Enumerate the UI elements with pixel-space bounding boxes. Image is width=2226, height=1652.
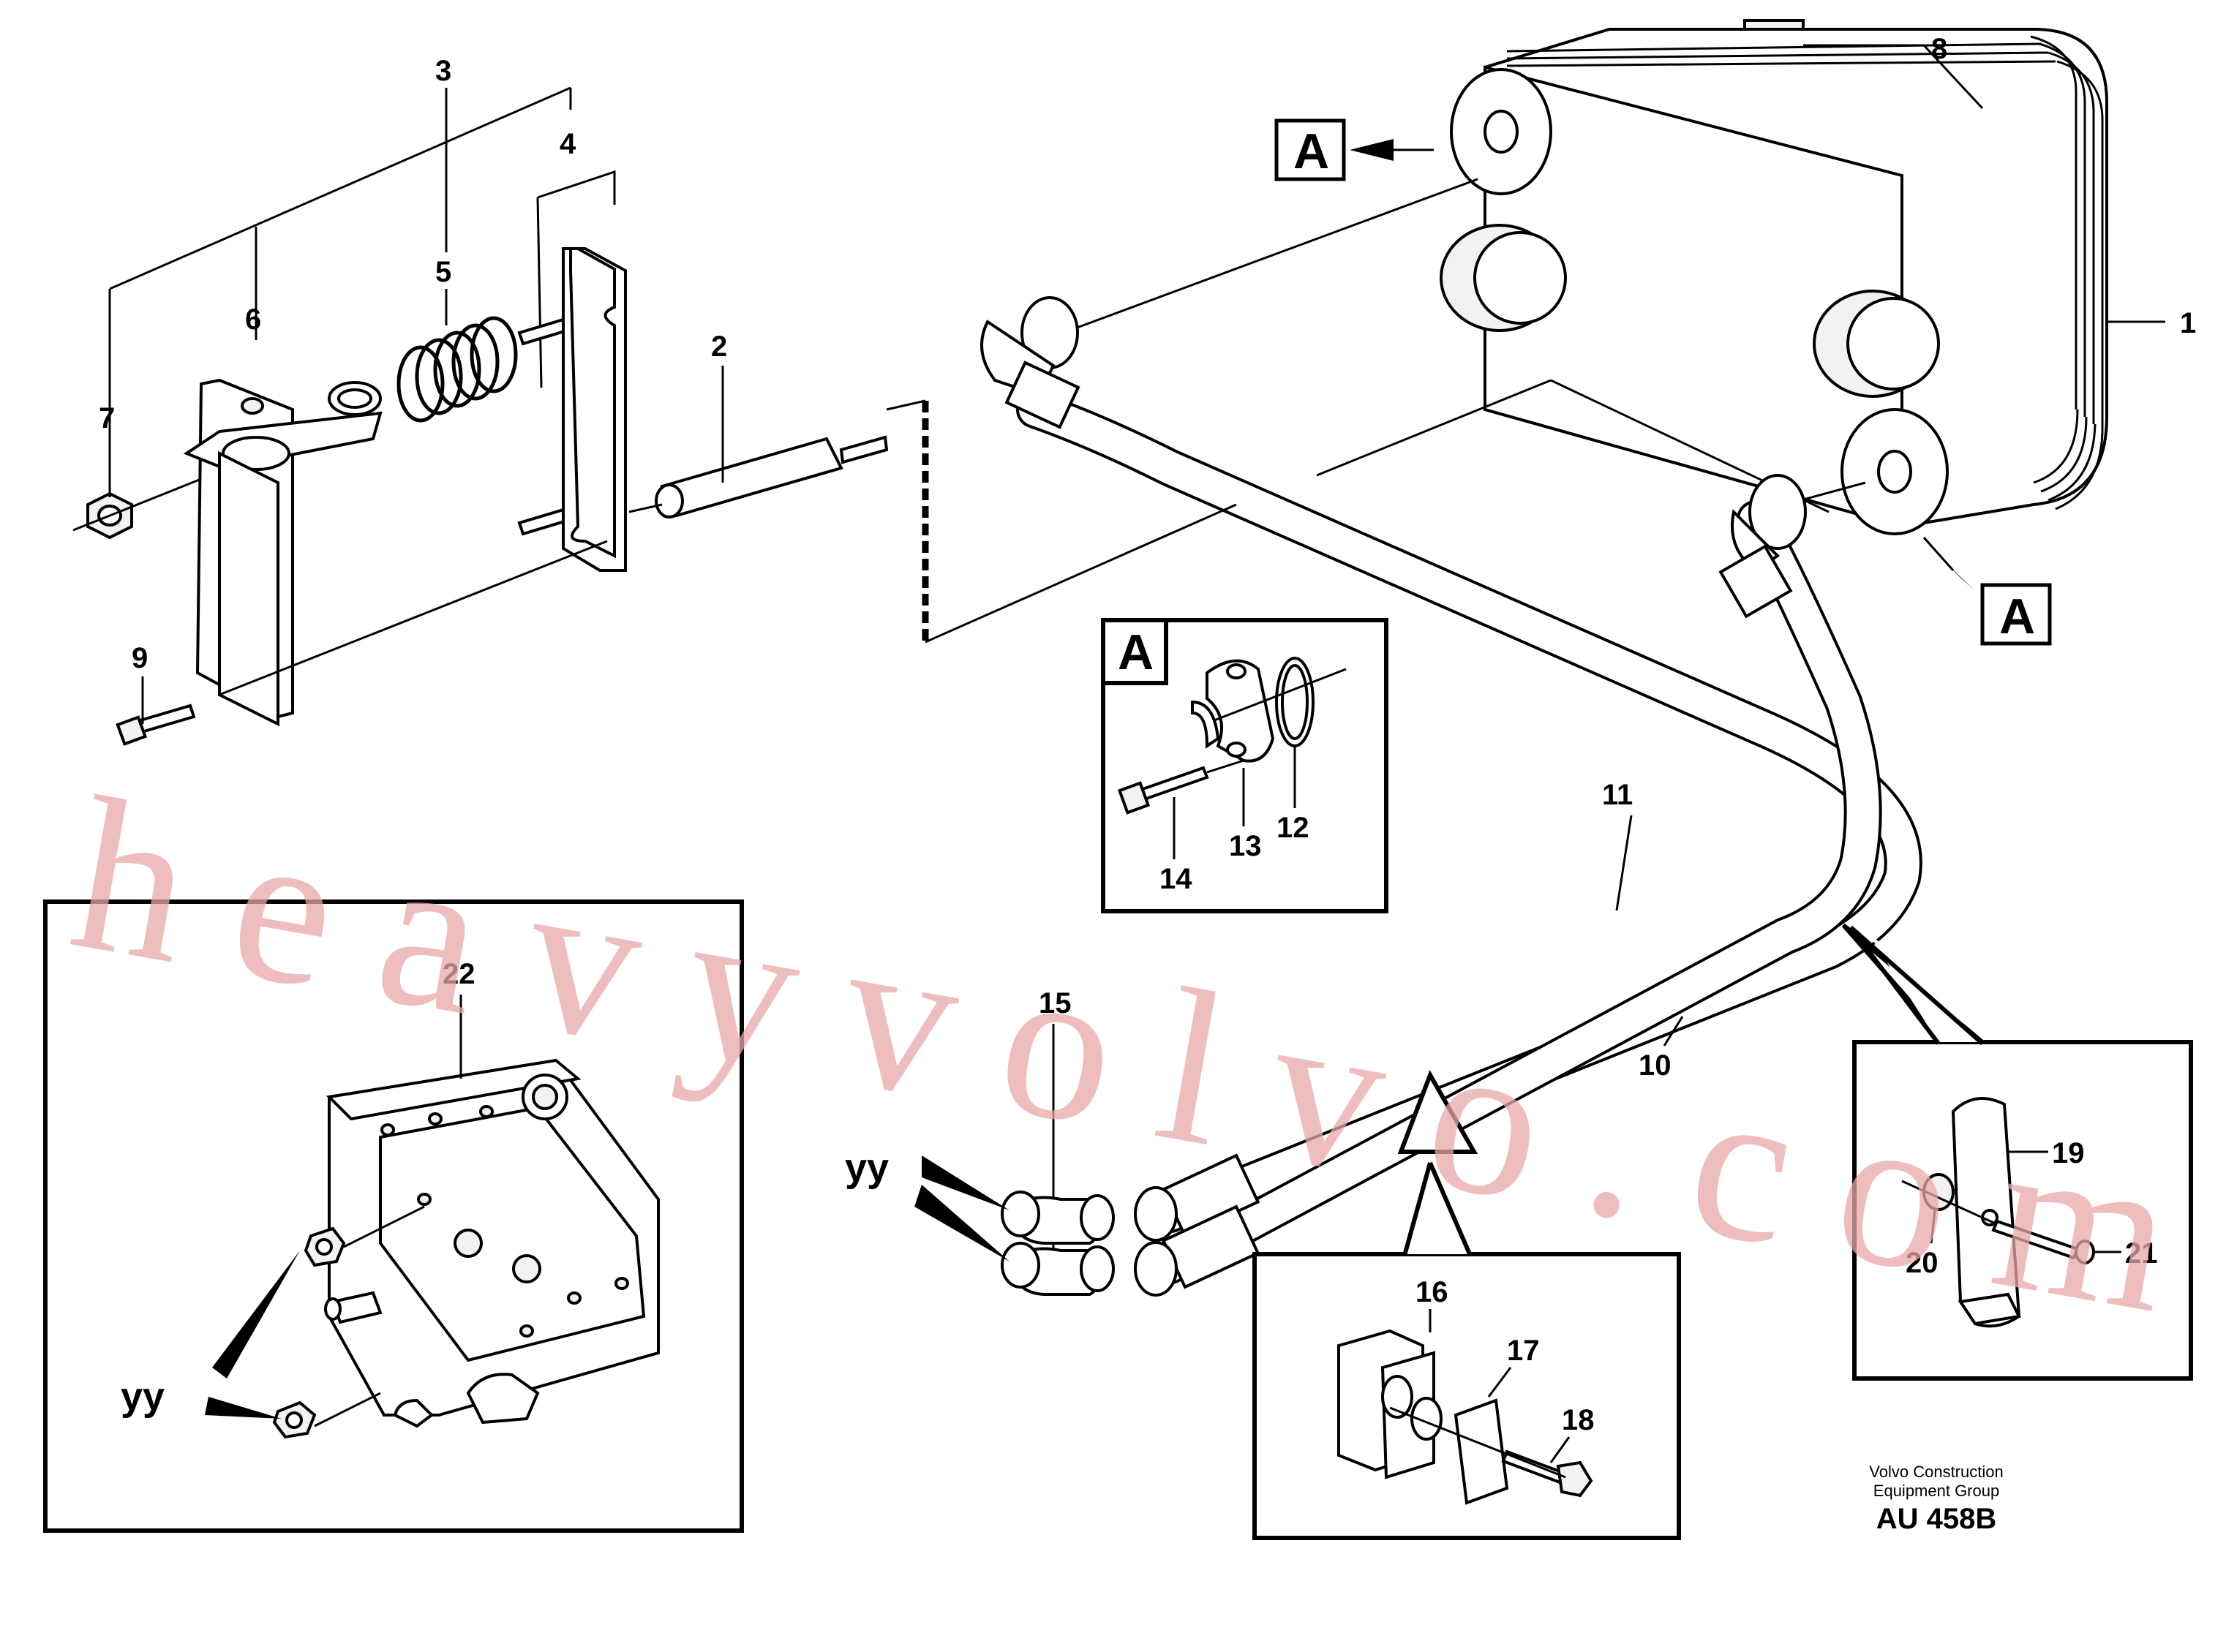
label-2: 2: [711, 331, 727, 363]
reference-yy-right: yy: [845, 1146, 1009, 1261]
svg-text:yy: yy: [845, 1146, 889, 1190]
detail-clamp: 16 17 18: [1252, 1070, 1681, 1540]
oil-cooler: 1 8: [1440, 19, 2196, 535]
bracket-assembly: 3 5 4 6 7 2 9: [72, 55, 1237, 746]
reference-a-top: A: [1274, 118, 1434, 181]
label-12: 12: [1276, 812, 1309, 844]
footer-block: Volvo Construction Equipment Group AU 45…: [1869, 1463, 2003, 1535]
svg-text:A: A: [1999, 589, 2035, 644]
label-7: 7: [99, 402, 115, 434]
label-18: 18: [1562, 1404, 1595, 1436]
label-6: 6: [245, 303, 261, 336]
drawing-code: AU 458B: [1876, 1503, 1997, 1535]
svg-text:A: A: [1118, 625, 1154, 680]
label-11: 11: [1602, 779, 1633, 811]
label-3: 3: [435, 55, 451, 87]
label-21: 21: [2125, 1237, 2158, 1270]
svg-text:yy: yy: [121, 1375, 165, 1419]
label-13: 13: [1229, 830, 1262, 862]
label-16: 16: [1415, 1276, 1448, 1308]
label-9: 9: [132, 642, 148, 674]
label-19: 19: [2052, 1137, 2085, 1169]
label-17: 17: [1507, 1335, 1540, 1367]
label-20: 20: [1906, 1247, 1939, 1279]
hoses: 15 11 10: [980, 296, 1922, 1297]
footer-company-line2: Equipment Group: [1873, 1482, 1999, 1500]
svg-text:A: A: [1293, 124, 1329, 179]
label-22: 22: [443, 958, 475, 990]
label-15: 15: [1039, 987, 1072, 1019]
label-5: 5: [435, 256, 451, 288]
label-14: 14: [1159, 863, 1192, 895]
label-4: 4: [560, 128, 576, 160]
label-10: 10: [1639, 1049, 1672, 1082]
footer-company-line1: Volvo Construction: [1869, 1463, 2003, 1481]
label-8: 8: [1931, 33, 1947, 65]
label-1: 1: [2180, 307, 2196, 339]
detail-a: A 14 13 12: [1101, 618, 1388, 913]
reference-a-right: A: [1922, 537, 2052, 646]
detail-bracket: 20 19 21: [1841, 923, 2193, 1381]
detail-valve-block: 22 yy: [43, 899, 744, 1533]
